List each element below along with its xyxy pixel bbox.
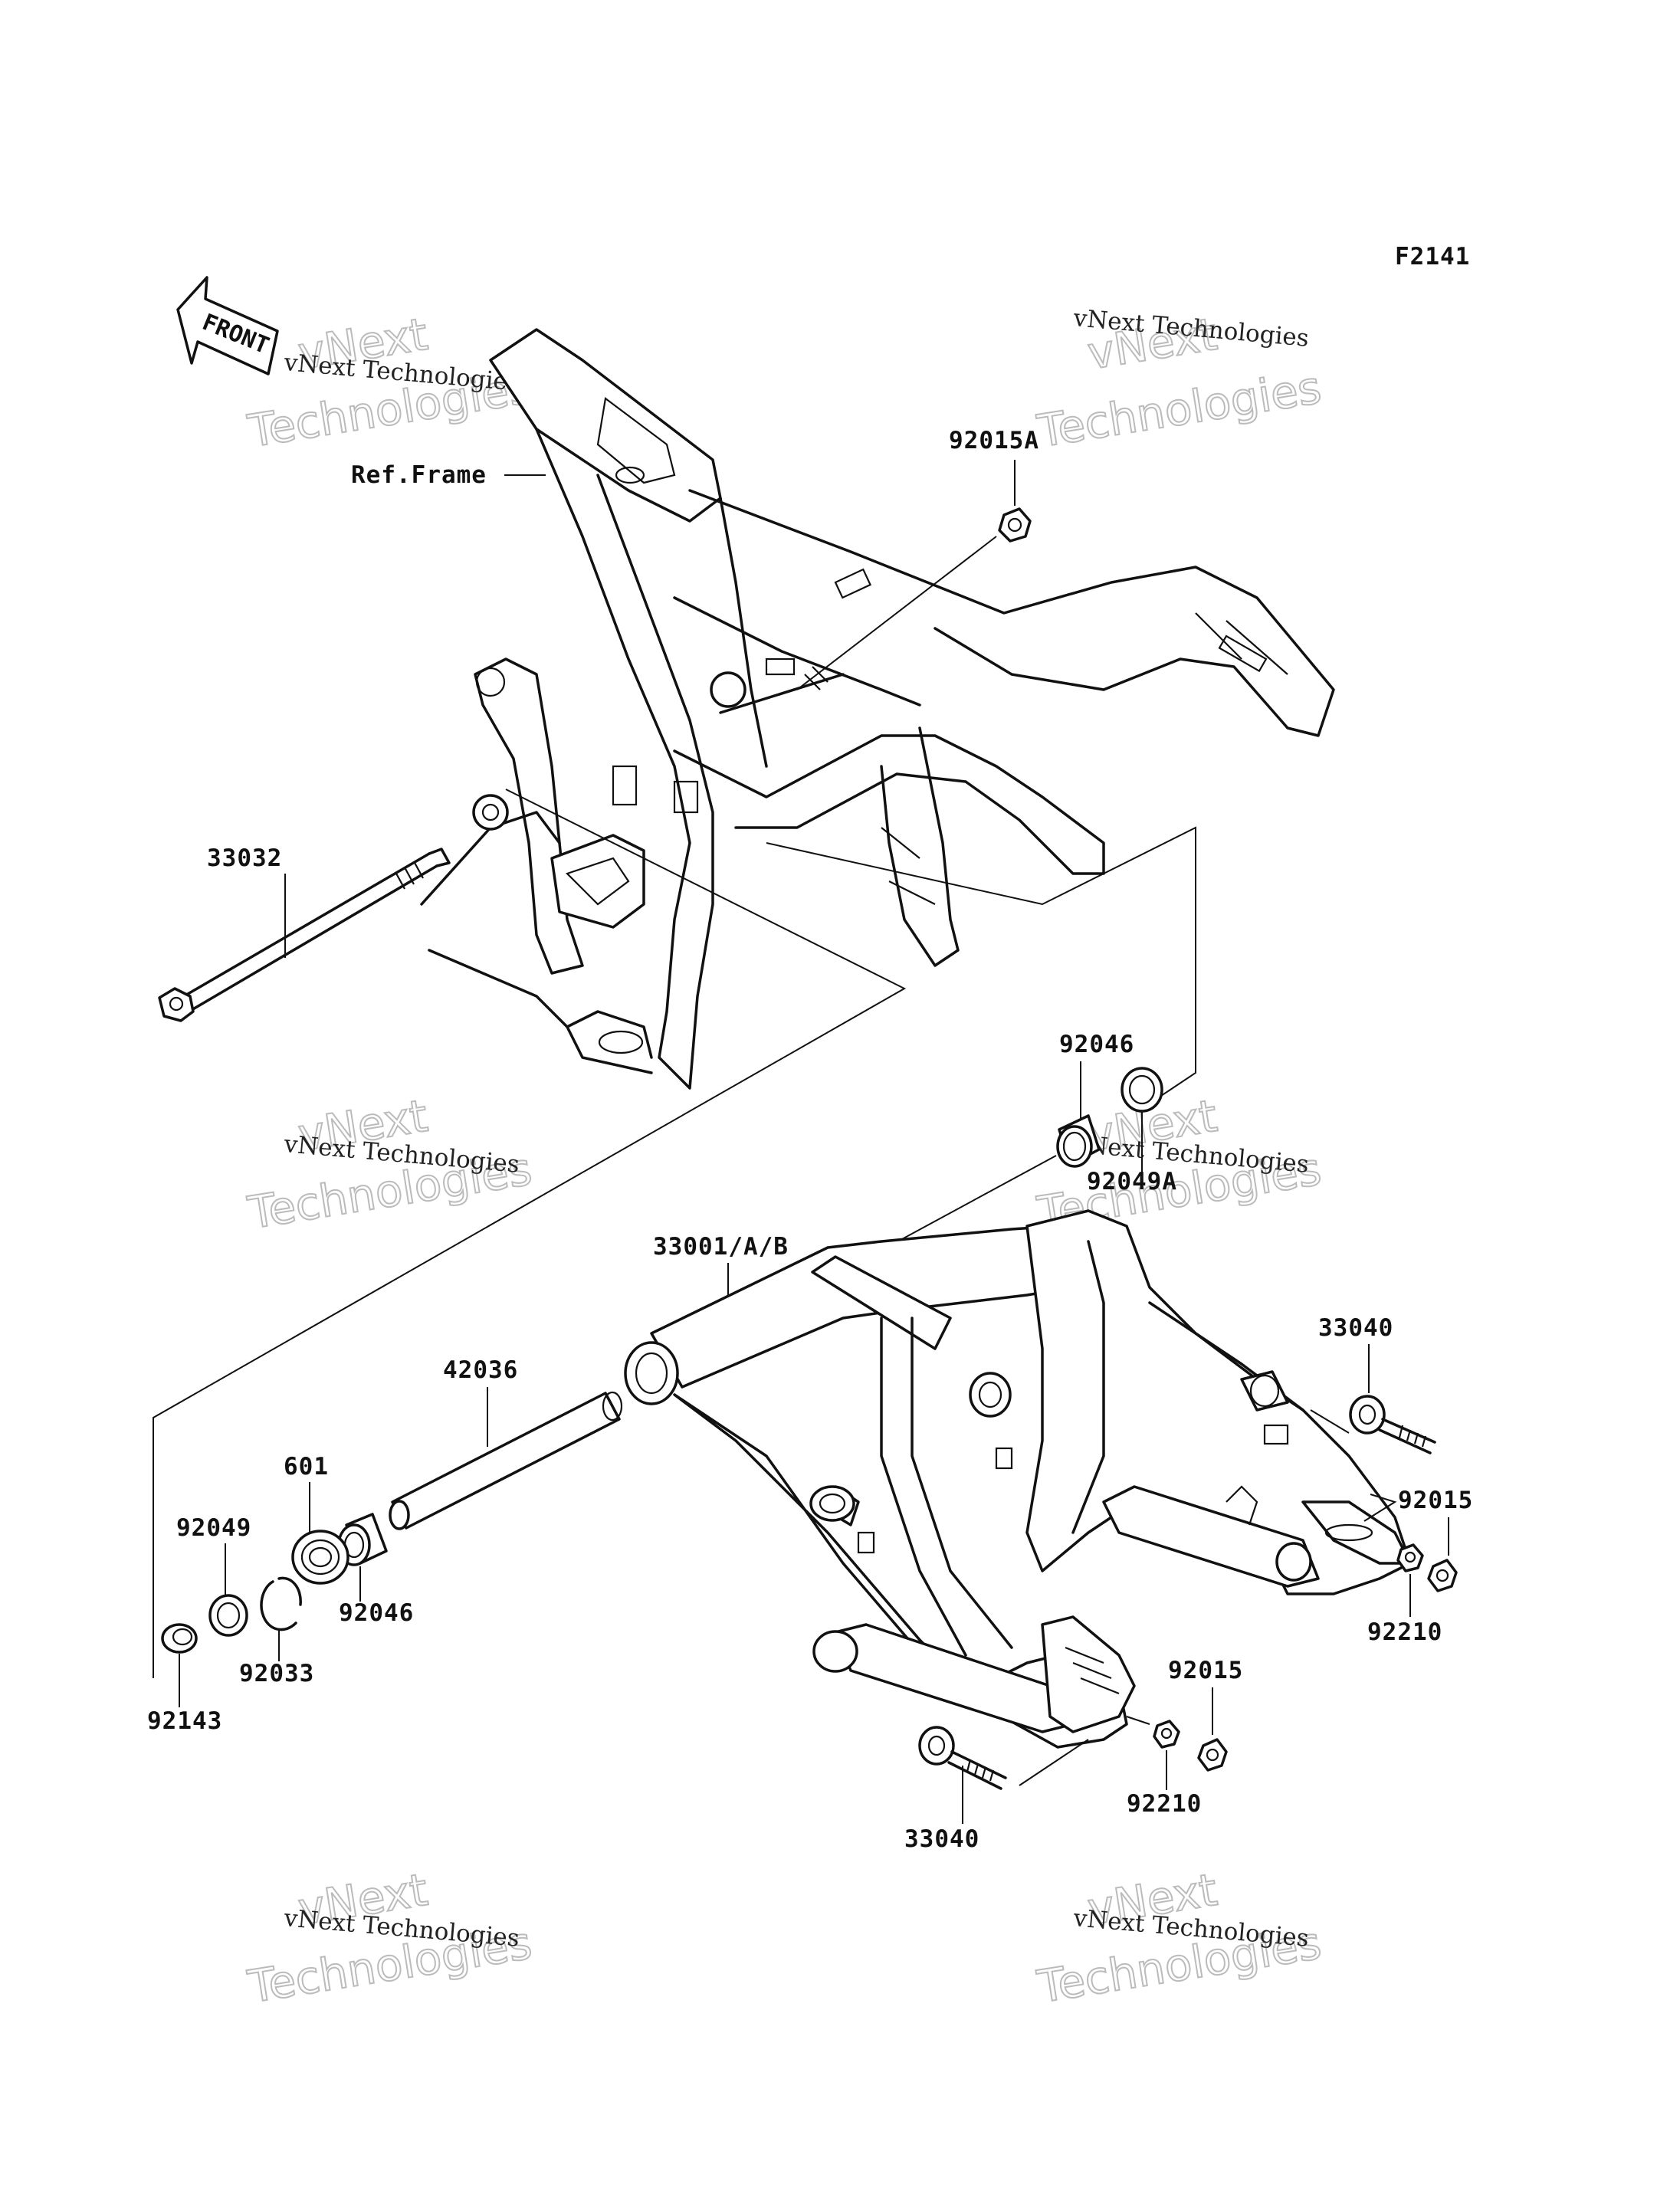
washer-92210-right xyxy=(1396,1543,1424,1572)
label-42036: 42036 xyxy=(443,1356,518,1384)
adjuster-bolt-33040-lower xyxy=(918,1726,1007,1790)
swingarm-33001 xyxy=(624,1209,1412,1749)
front-arrow-label: FRONT xyxy=(199,309,273,359)
leader-92046-to-swingarm xyxy=(891,1155,1057,1245)
label-92049: 92049 xyxy=(176,1514,251,1542)
frame-outline-leader xyxy=(153,789,907,1678)
nut-92015-right xyxy=(1427,1559,1458,1592)
cap-92143 xyxy=(161,1623,198,1654)
bushing-92046-top xyxy=(1056,1114,1101,1168)
label-33040-lower: 33040 xyxy=(904,1825,979,1853)
label-92210-right: 92210 xyxy=(1367,1618,1442,1646)
pivot-shaft-33032 xyxy=(158,848,451,1022)
frame-outline-leader xyxy=(766,826,1196,1104)
label-92210-lower: 92210 xyxy=(1127,1790,1202,1818)
label-92049A: 92049A xyxy=(1087,1168,1177,1195)
label-92143: 92143 xyxy=(147,1707,222,1735)
label-92015-lower: 92015 xyxy=(1168,1657,1243,1684)
label-92015A: 92015A xyxy=(949,427,1039,454)
label-601: 601 xyxy=(284,1453,329,1481)
label-92015-right: 92015 xyxy=(1398,1487,1473,1514)
leader-92015A-to-frame xyxy=(796,536,997,690)
label-33040-right: 33040 xyxy=(1318,1314,1393,1342)
washer-92210-lower xyxy=(1153,1720,1180,1749)
label-92033: 92033 xyxy=(239,1660,314,1687)
label-92046-top: 92046 xyxy=(1059,1031,1134,1058)
circlip-92033 xyxy=(260,1576,302,1631)
motorcycle-frame xyxy=(420,328,1335,1090)
leader-33040-right-to-arm xyxy=(1310,1409,1350,1434)
adjuster-bolt-33040-right xyxy=(1349,1395,1436,1454)
watermark-technologies: Technologies xyxy=(1034,361,1325,457)
seal-92049A xyxy=(1121,1067,1163,1113)
nut-92015A xyxy=(998,507,1032,543)
nut-92015-lower xyxy=(1197,1738,1228,1772)
front-arrow-icon: FRONT xyxy=(176,276,279,375)
ref-frame-label: Ref.Frame xyxy=(351,461,487,489)
diagram-code: F2141 xyxy=(1395,243,1470,271)
label-33032: 33032 xyxy=(207,844,282,872)
leader-33040-lower-bracket xyxy=(1019,1739,1089,1786)
leader-92210-lower-to-arm xyxy=(1126,1716,1150,1725)
label-33001: 33001/A/B xyxy=(653,1233,789,1261)
seal-92049 xyxy=(208,1594,248,1637)
label-92046-bottom: 92046 xyxy=(339,1599,414,1627)
collar-42036 xyxy=(389,1391,623,1530)
bearing-601 xyxy=(291,1530,349,1585)
leader-92015-right-bracket xyxy=(1363,1494,1397,1522)
